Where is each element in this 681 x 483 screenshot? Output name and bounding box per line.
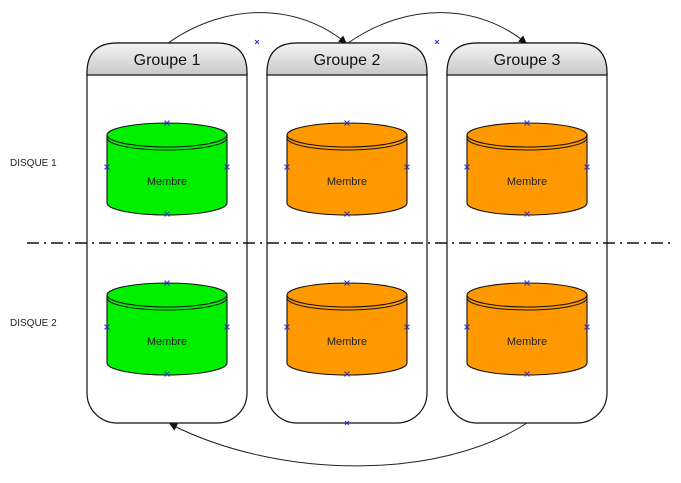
row-label-disque-2: DISQUE 2: [10, 318, 57, 329]
member-disk-cylinder[interactable]: Membre: [465, 281, 590, 377]
member-disk-cylinder[interactable]: Membre: [285, 121, 410, 217]
row-label-disque-1: DISQUE 1: [10, 158, 57, 169]
member-label: Membre: [507, 176, 547, 188]
member-label: Membre: [327, 176, 367, 188]
member-disk-cylinder[interactable]: Membre: [105, 121, 230, 217]
member-label: Membre: [147, 176, 187, 188]
member-disk-cylinder[interactable]: Membre: [105, 281, 230, 377]
arrow-groupe3-to-groupe1: [170, 423, 527, 466]
member-label: Membre: [507, 336, 547, 348]
arrow-groupe2-to-groupe3: [348, 13, 526, 43]
group-title: Groupe 3: [494, 52, 561, 69]
connection-marker: [435, 40, 439, 44]
member-label: Membre: [327, 336, 367, 348]
connection-marker: [255, 40, 259, 44]
member-disk-cylinder[interactable]: Membre: [465, 121, 590, 217]
group-title: Groupe 2: [314, 52, 381, 69]
member-disk-cylinder[interactable]: Membre: [285, 281, 410, 377]
group-title: Groupe 1: [134, 52, 201, 69]
arrow-groupe1-to-groupe2: [168, 13, 346, 43]
member-label: Membre: [147, 336, 187, 348]
